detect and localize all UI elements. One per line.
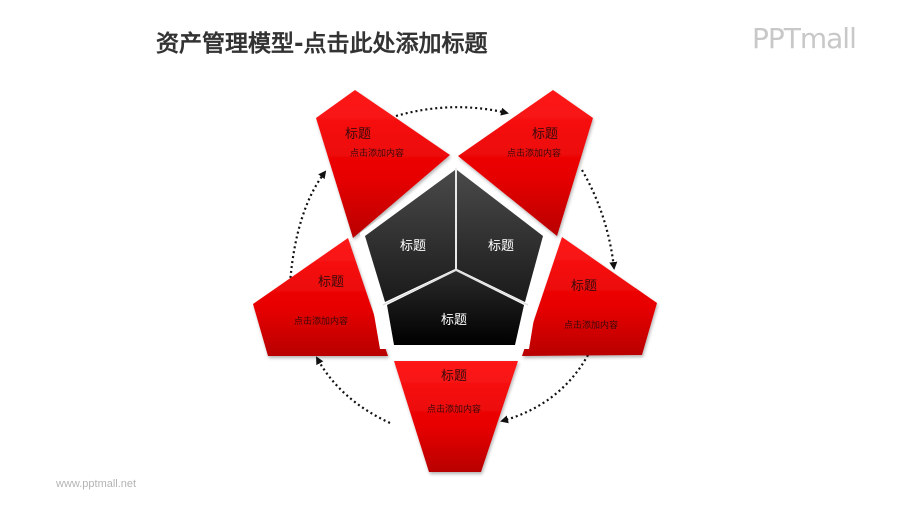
segment-top-left-title[interactable]: 标题 [345, 127, 371, 142]
pptmall-logo: PPTmall [752, 22, 857, 55]
segment-right-subtitle[interactable]: 点击添加内容 [564, 319, 618, 331]
segment-top-right[interactable] [458, 90, 593, 236]
segment-bottom-subtitle[interactable]: 点击添加内容 [427, 403, 481, 415]
segment-right-title[interactable]: 标题 [571, 279, 597, 294]
segment-right[interactable] [522, 237, 657, 356]
segment-top-left[interactable] [316, 90, 450, 238]
segment-bottom[interactable] [394, 361, 518, 472]
segment-top-right-title[interactable]: 标题 [532, 127, 558, 142]
segment-left-subtitle[interactable]: 点击添加内容 [294, 315, 348, 327]
arrow-left-lower [316, 356, 391, 424]
cycle-arrows [288, 106, 618, 424]
segment-bottom-title[interactable]: 标题 [441, 369, 467, 384]
arrow-right-upper [581, 169, 618, 270]
center-pentagon [360, 165, 548, 349]
segment-top-left-subtitle[interactable]: 点击添加内容 [350, 147, 404, 159]
segment-left[interactable] [253, 238, 388, 356]
center-upper-right-title[interactable]: 标题 [488, 239, 514, 254]
footer-url: www.pptmall.net [56, 478, 137, 490]
segment-top-right-subtitle[interactable]: 点击添加内容 [507, 147, 561, 159]
center-sector-bottom[interactable] [387, 271, 524, 345]
arrow-left-upper [288, 170, 327, 284]
segment-left-title[interactable]: 标题 [318, 275, 344, 290]
center-upper-left-title[interactable]: 标题 [400, 239, 426, 254]
slide-title[interactable]: 资产管理模型-点击此处添加标题 [156, 31, 488, 57]
center-bottom-title[interactable]: 标题 [441, 313, 467, 328]
center-sector-upper-right[interactable] [457, 170, 543, 302]
arrow-top [395, 106, 509, 118]
center-sector-upper-left[interactable] [365, 170, 455, 302]
arrow-right-lower [500, 354, 589, 424]
